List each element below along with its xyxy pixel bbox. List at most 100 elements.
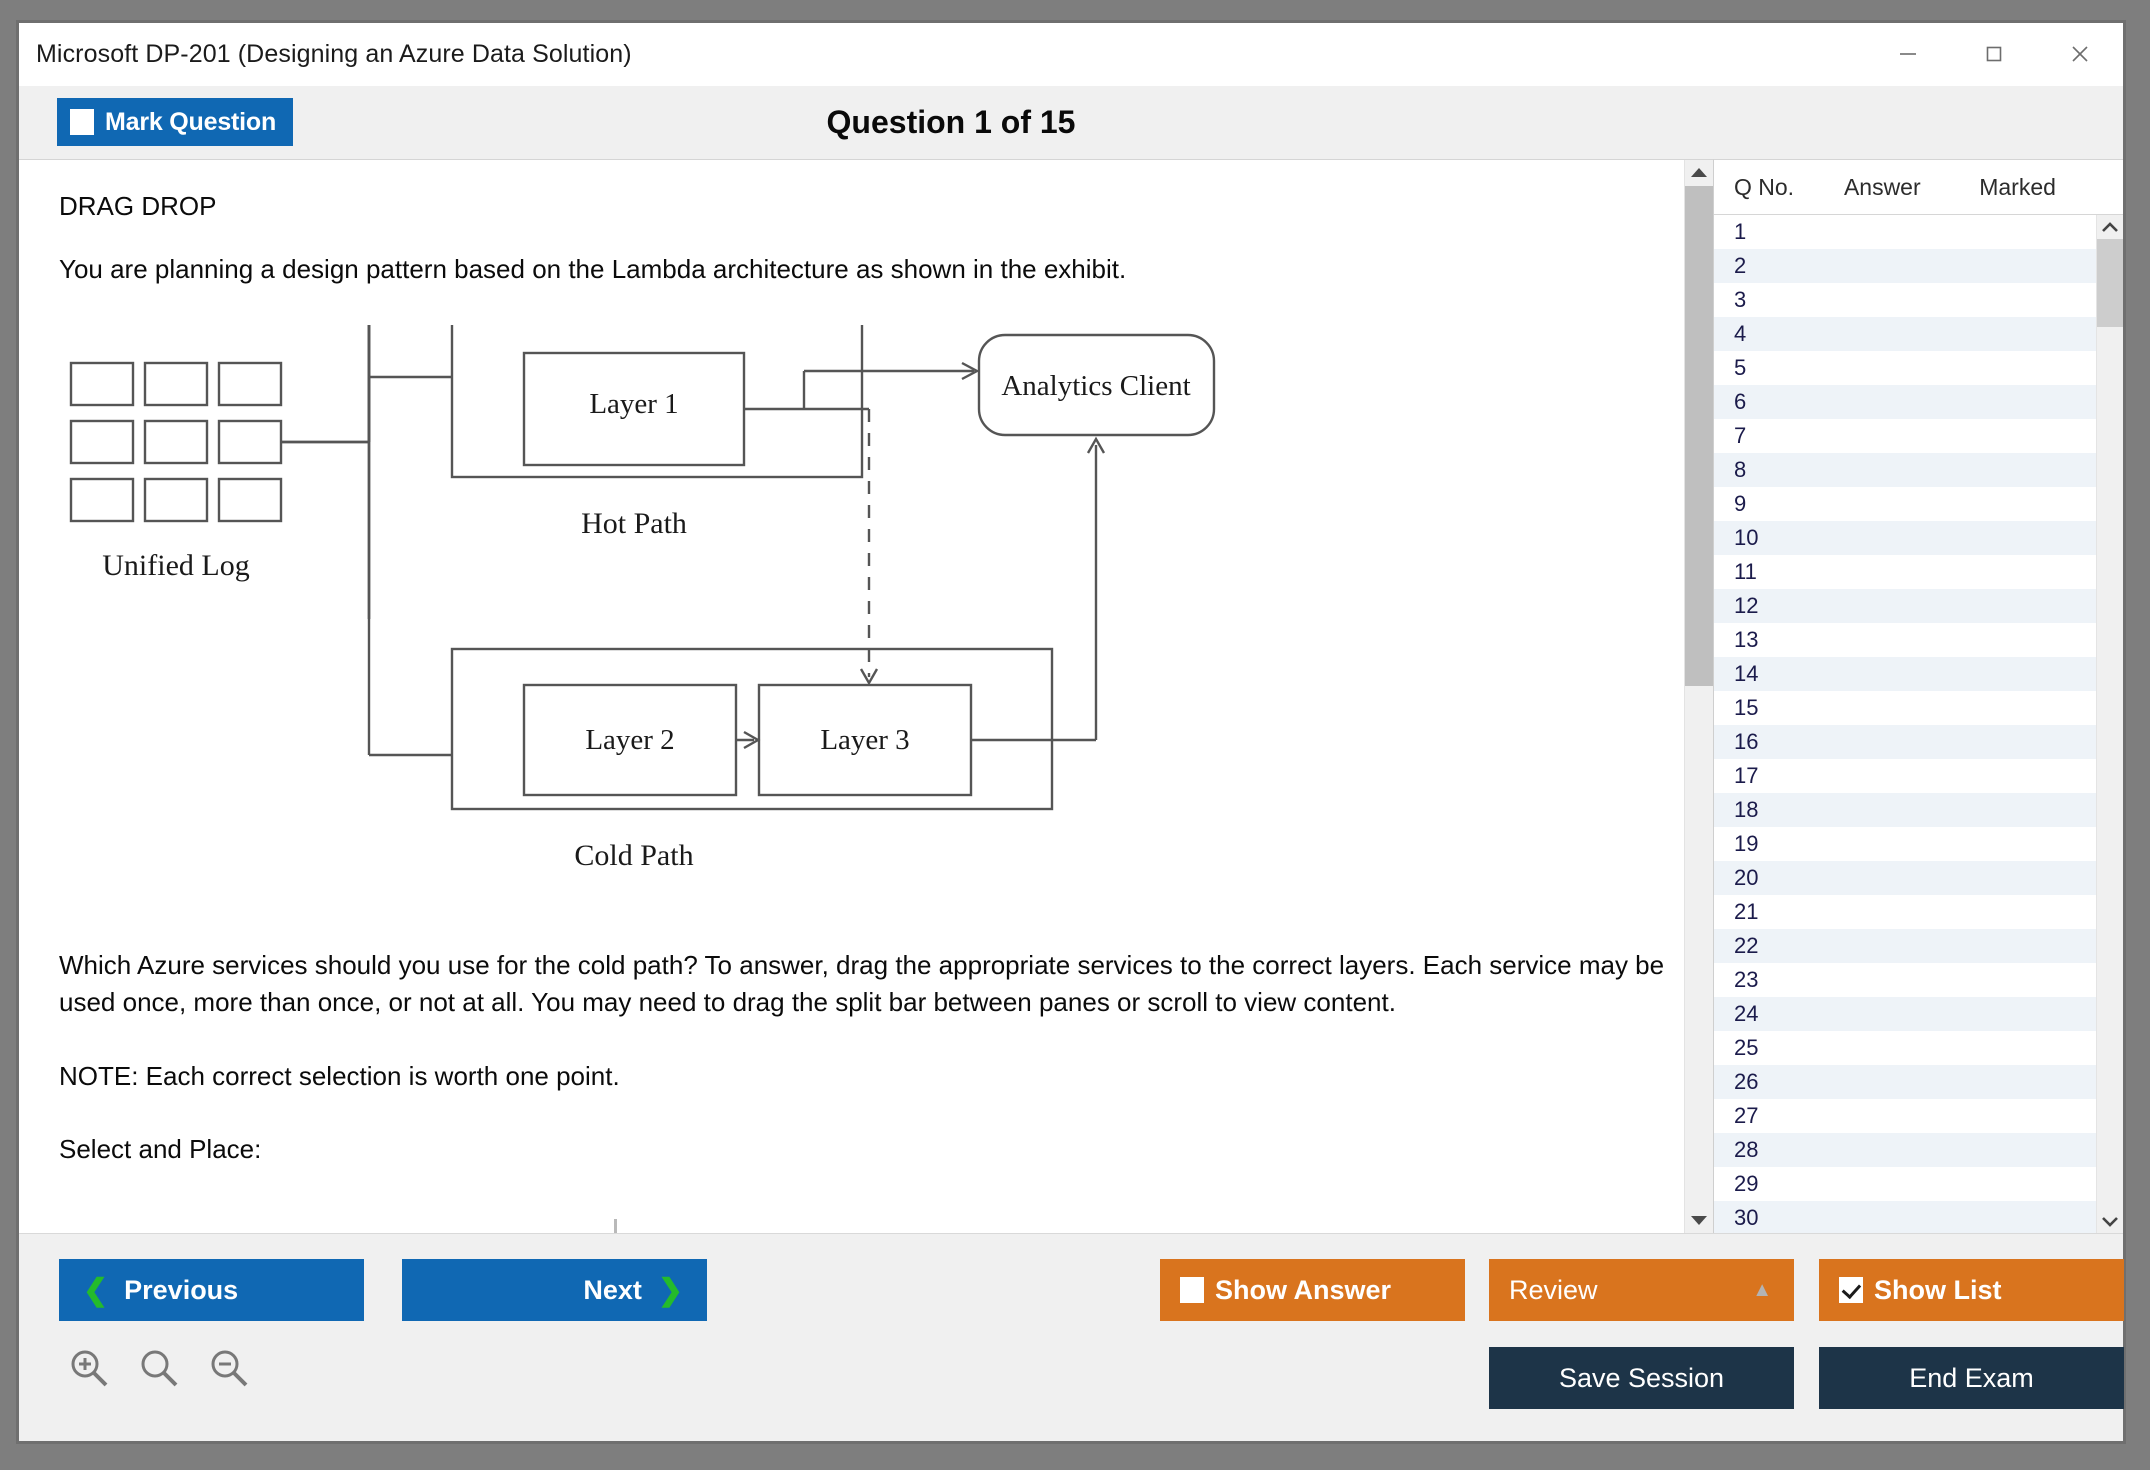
question-list-row[interactable]: 12: [1714, 589, 2096, 623]
unified-log-cell: [69, 477, 135, 523]
question-list-row[interactable]: 25: [1714, 1031, 2096, 1065]
show-answer-button[interactable]: Show Answer: [1160, 1259, 1465, 1321]
pane-splitter-handle[interactable]: [611, 1219, 621, 1233]
question-list-row[interactable]: 22: [1714, 929, 2096, 963]
analytics-client-label: Analytics Client: [1001, 370, 1190, 402]
column-header-qno: Q No.: [1734, 173, 1795, 200]
zoom-in-icon[interactable]: [67, 1346, 111, 1390]
question-list-row[interactable]: 5: [1714, 351, 2096, 385]
question-number-cell: 20: [1734, 865, 1759, 890]
question-list-row[interactable]: 3: [1714, 283, 2096, 317]
analytics-client-box: [977, 333, 1216, 437]
maximize-icon[interactable]: [1951, 23, 2037, 85]
question-number-cell: 5: [1734, 355, 1747, 380]
show-answer-checkbox-icon[interactable]: [1180, 1277, 1204, 1303]
mark-question-checkbox-icon[interactable]: [70, 109, 94, 135]
hot-path-label: Hot Path: [581, 507, 687, 540]
minimize-icon[interactable]: [1865, 23, 1951, 85]
question-counter: Question 1 of 15: [826, 104, 1076, 140]
question-list-header: Q No. Answer Marked: [1714, 160, 2123, 215]
question-list-row[interactable]: 16: [1714, 725, 2096, 759]
question-number-cell: 25: [1734, 1035, 1759, 1060]
question-list-row[interactable]: 13: [1714, 623, 2096, 657]
list-scroll-up-icon[interactable]: [2097, 215, 2123, 239]
unified-log-cell: [143, 419, 209, 465]
show-answer-label: Show Answer: [1215, 1274, 1392, 1305]
chevron-right-icon: ❯: [657, 1273, 683, 1307]
question-number-cell: 28: [1734, 1137, 1759, 1162]
close-icon[interactable]: [2037, 23, 2123, 85]
end-exam-button[interactable]: End Exam: [1819, 1347, 2124, 1409]
unified-log-cell: [217, 361, 283, 407]
unified-log-cell: [217, 477, 283, 523]
question-list-row[interactable]: 19: [1714, 827, 2096, 861]
question-content-pane: DRAG DROP You are planning a design patt…: [19, 159, 1713, 1233]
next-button[interactable]: Next ❯: [402, 1259, 707, 1321]
exam-application-window: Microsoft DP-201 (Designing an Azure Dat…: [16, 20, 2126, 1444]
show-list-checkbox-icon[interactable]: [1839, 1277, 1863, 1303]
content-scrollbar-thumb[interactable]: [1685, 186, 1713, 686]
question-body-text: Which Azure services should you use for …: [59, 949, 1665, 1018]
question-list-row[interactable]: 11: [1714, 555, 2096, 589]
chevron-up-icon: ▲: [1752, 1278, 1772, 1301]
question-list-row[interactable]: 20: [1714, 861, 2096, 895]
question-list-row[interactable]: 4: [1714, 317, 2096, 351]
question-list-row[interactable]: 18: [1714, 793, 2096, 827]
scroll-down-icon[interactable]: [1685, 1207, 1713, 1233]
column-header-marked: Marked: [1979, 173, 2056, 200]
question-number-cell: 23: [1734, 967, 1759, 992]
question-number-cell: 9: [1734, 491, 1747, 516]
question-list-row[interactable]: 26: [1714, 1065, 2096, 1099]
cold-path-label: Cold Path: [574, 839, 693, 872]
question-number-cell: 2: [1734, 253, 1747, 278]
question-number-cell: 24: [1734, 1001, 1759, 1026]
previous-button-label: Previous: [124, 1274, 239, 1305]
question-list-row[interactable]: 8: [1714, 453, 2096, 487]
question-list-row[interactable]: 30: [1714, 1201, 2096, 1233]
question-list-row[interactable]: 2: [1714, 249, 2096, 283]
question-number-cell: 29: [1734, 1171, 1759, 1196]
next-button-label: Next: [583, 1274, 642, 1305]
show-list-label: Show List: [1874, 1274, 2002, 1305]
mark-question-button[interactable]: Mark Question: [57, 98, 294, 146]
question-list-row[interactable]: 29: [1714, 1167, 2096, 1201]
question-list-row[interactable]: 10: [1714, 521, 2096, 555]
unified-log-cell: [217, 419, 283, 465]
review-dropdown-button[interactable]: Review ▲: [1489, 1259, 1794, 1321]
scroll-up-icon[interactable]: [1685, 160, 1713, 186]
unified-log-cell: [143, 477, 209, 523]
question-number-cell: 18: [1734, 797, 1759, 822]
chevron-left-icon: ❮: [83, 1273, 109, 1307]
layer2-label: Layer 2: [585, 724, 674, 756]
question-list-row[interactable]: 7: [1714, 419, 2096, 453]
layer3-label: Layer 3: [820, 724, 909, 756]
unified-log-cell: [143, 361, 209, 407]
question-number-cell: 19: [1734, 831, 1759, 856]
question-list-scrollbar-thumb[interactable]: [2097, 239, 2123, 327]
question-list-row[interactable]: 6: [1714, 385, 2096, 419]
question-list-row[interactable]: 27: [1714, 1099, 2096, 1133]
zoom-out-icon[interactable]: [207, 1346, 251, 1390]
question-type-label: DRAG DROP: [59, 191, 217, 221]
question-list-scrollbar[interactable]: [2096, 215, 2123, 1233]
save-session-button[interactable]: Save Session: [1489, 1347, 1794, 1409]
question-list-row[interactable]: 23: [1714, 963, 2096, 997]
question-list-row[interactable]: 1: [1714, 215, 2096, 249]
question-list-row[interactable]: 14: [1714, 657, 2096, 691]
question-list-row[interactable]: 24: [1714, 997, 2096, 1031]
question-list-row[interactable]: 21: [1714, 895, 2096, 929]
content-scrollbar[interactable]: [1684, 160, 1713, 1233]
question-list-row[interactable]: 28: [1714, 1133, 2096, 1167]
question-list-row[interactable]: 15: [1714, 691, 2096, 725]
question-list-row[interactable]: 9: [1714, 487, 2096, 521]
question-intro-text: You are planning a design pattern based …: [59, 254, 1127, 285]
zoom-reset-icon[interactable]: [137, 1346, 181, 1390]
show-list-button[interactable]: Show List: [1819, 1259, 2124, 1321]
question-number-cell: 17: [1734, 763, 1759, 788]
question-number-cell: 10: [1734, 525, 1759, 550]
unified-log-label: Unified Log: [102, 549, 249, 582]
previous-button[interactable]: ❮ Previous: [59, 1259, 364, 1321]
list-scroll-down-icon[interactable]: [2097, 1209, 2123, 1233]
question-list-row[interactable]: 17: [1714, 759, 2096, 793]
